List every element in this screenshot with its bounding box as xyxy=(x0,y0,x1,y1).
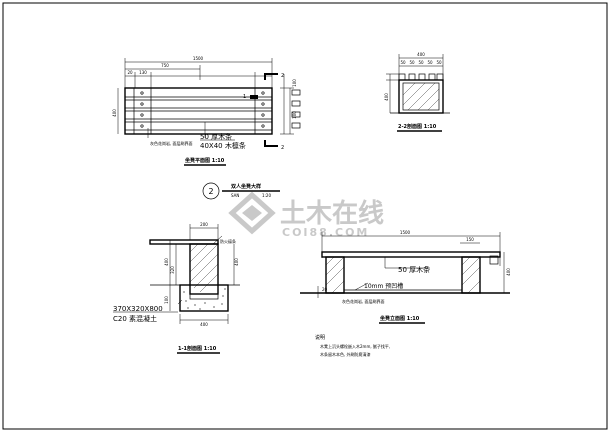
elev-dim-right: 150 xyxy=(466,237,474,242)
elev-dim-left-h: 20 xyxy=(322,287,328,292)
s2-hatch xyxy=(402,82,440,111)
s1-pier xyxy=(189,243,219,295)
plan-mark-1a: 1 xyxy=(243,94,246,100)
notes-heading: 说明 xyxy=(315,334,325,341)
s1-pier-hatch xyxy=(189,243,219,293)
section-1-1: 200 防火檩条 400 xyxy=(113,222,240,354)
elev-title: 坐凳立面图 1:10 xyxy=(380,315,420,322)
plan-note-1: 灰色花岗岩, 面层刷界面 xyxy=(150,140,193,146)
elev-note-top: 50 厚木条 xyxy=(398,265,430,274)
section-2-2: 400 50 50 50 50 50 400 xyxy=(384,52,450,132)
s1-note-wood: 防火檩条 xyxy=(220,238,236,244)
s1-note-found-2: C20 素混凝土 xyxy=(113,314,157,323)
svg-text:50: 50 xyxy=(400,60,406,65)
s1-dim-h1: 400 xyxy=(164,258,169,266)
detail-label: 2 双人坐凳大样 SAN 1:20 xyxy=(202,182,280,200)
plan-screws xyxy=(140,91,265,128)
plan-dim-left: 750 xyxy=(161,63,169,68)
elev-note-bottom: 灰色花岗岩, 面层刷界面 xyxy=(342,298,385,304)
detail-scale-a: SAN xyxy=(231,193,239,198)
notes-line-1: 木凳上沉头螺栓嵌入木2mm, 腻子找平, xyxy=(320,343,390,349)
watermark-cn: 土木在线 xyxy=(280,199,384,229)
plan-note-3: 40X40 木檩条 xyxy=(200,141,246,150)
watermark-logo-icon xyxy=(228,191,276,235)
svg-text:50: 50 xyxy=(418,60,424,65)
plan-mark-2a: 2 xyxy=(281,73,284,79)
sheet-frame xyxy=(2,2,608,430)
detail-circle xyxy=(202,182,220,200)
elev-pier-hatch xyxy=(325,256,481,294)
elev-dim-right-h: 400 xyxy=(506,268,511,276)
detail-scale-b: 1:20 xyxy=(262,193,271,198)
plan-dim-seg1: 100 xyxy=(292,79,297,87)
detail-title: 双人坐凳大样 xyxy=(231,183,261,190)
s2-slat-dims: 50 50 50 50 50 xyxy=(400,60,442,65)
plan-title: 坐凳平面图 1:10 xyxy=(185,157,225,164)
plan-mark-2b: 2 xyxy=(281,145,284,151)
s1-title: 1-1剖面图 1:10 xyxy=(178,345,217,352)
s2-dim-total: 400 xyxy=(417,52,425,57)
plan-view: 1500 750 20 130 400 2 2 1 xyxy=(112,56,301,166)
s2-body xyxy=(398,79,444,114)
elev-top-slat xyxy=(321,251,501,258)
s2-dim-height: 400 xyxy=(384,93,389,101)
plan-dim-a: 20 xyxy=(127,70,133,75)
plan-dim-b: 130 xyxy=(139,70,147,75)
elev-note-mid: 10mm 预凹槽 xyxy=(364,282,403,290)
svg-text:50: 50 xyxy=(427,60,433,65)
detail-number: 2 xyxy=(208,187,213,196)
s1-dim-h3: 100 xyxy=(164,296,169,304)
watermark-en: COI88.COM xyxy=(282,226,369,239)
s1-dim-r: 400 xyxy=(234,258,239,266)
notes-line-2: 木条留木本色, 外刷防腐清漆 xyxy=(320,351,371,357)
s1-dim-h2: 320 xyxy=(170,266,175,274)
plan-dim-depth: 400 xyxy=(112,109,117,117)
s1-foundation xyxy=(179,284,229,312)
svg-text:50: 50 xyxy=(436,60,442,65)
watermark: 土木在线 COI88.COM xyxy=(228,191,384,239)
plan-dim-seg2: 100 xyxy=(292,111,297,119)
s1-dim-top: 200 xyxy=(200,222,208,227)
s1-note-found-1: 370X320X800 xyxy=(113,305,163,313)
plan-right-tags xyxy=(291,89,301,129)
s1-concrete-dots xyxy=(183,288,226,310)
plan-dim-total: 1500 xyxy=(193,56,204,61)
plan-note-2: 50 厚木条 xyxy=(200,132,232,141)
s2-title: 2-2剖面图 1:10 xyxy=(398,123,437,130)
general-notes: 说明 木凳上沉头螺栓嵌入木2mm, 腻子找平, 木条留木本色, 外刷防腐清漆 xyxy=(315,334,390,357)
s1-dim-bottom: 400 xyxy=(200,322,208,327)
elev-dim-total: 1500 xyxy=(400,230,411,235)
elevation-view: 1500 150 20 400 50 xyxy=(300,230,511,324)
svg-text:50: 50 xyxy=(409,60,415,65)
s2-slats xyxy=(398,73,444,81)
